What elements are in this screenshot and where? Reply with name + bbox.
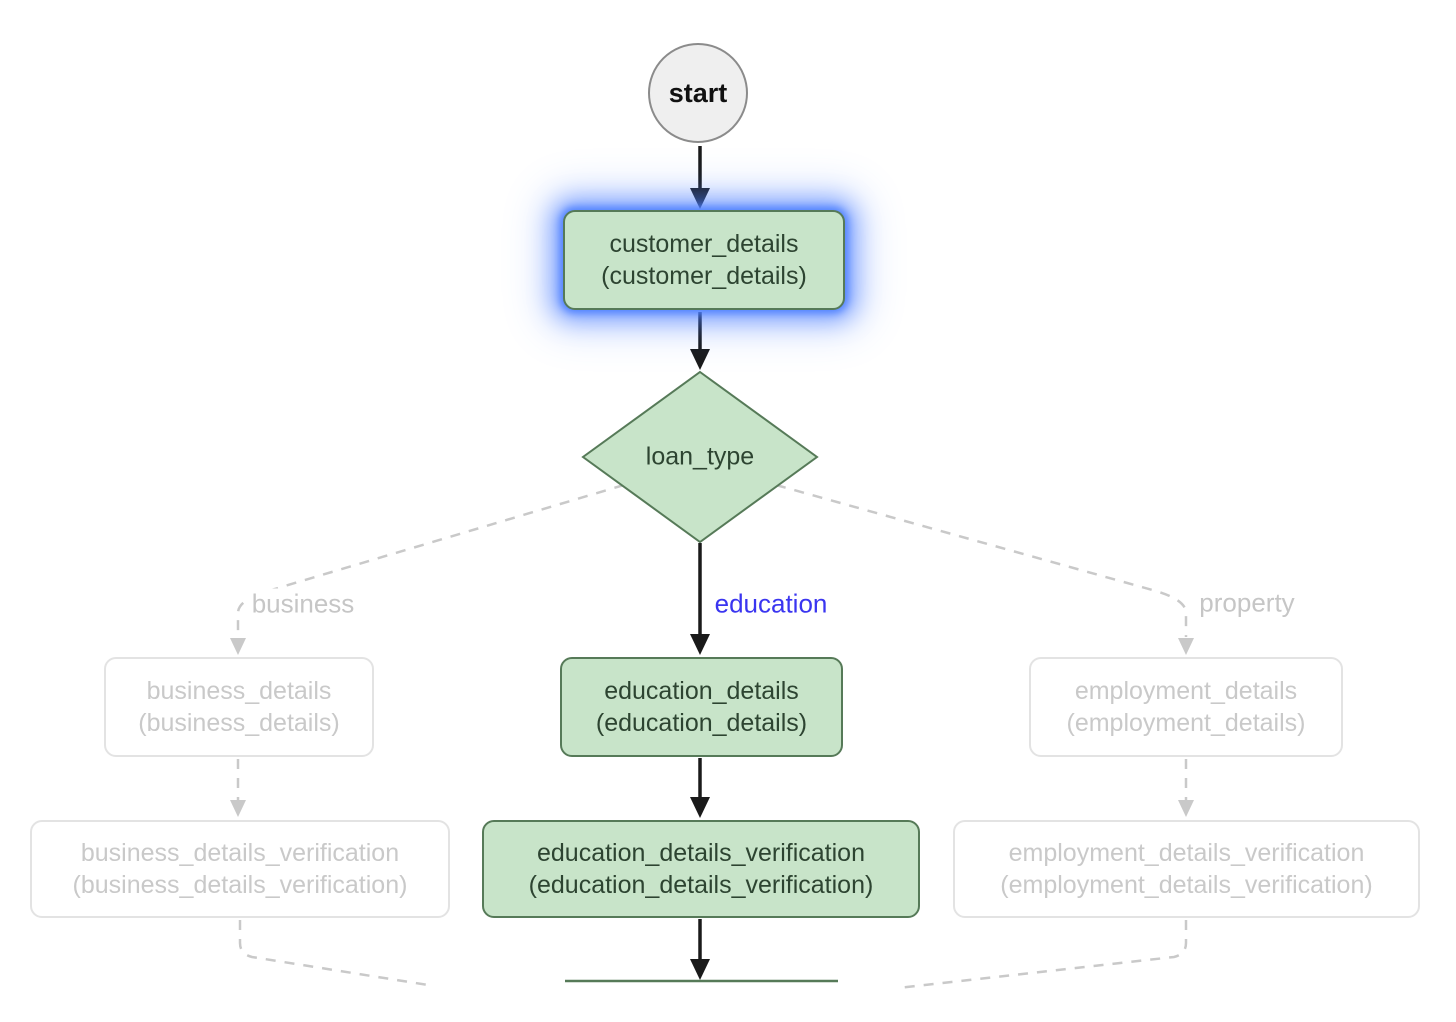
node-employment-details-verification[interactable]: employment_details_verification (employm… (953, 820, 1420, 918)
decision-label: loan_type (645, 442, 755, 471)
edge-verification-to-next (690, 919, 710, 980)
node-label-line2: (education_details) (595, 709, 808, 737)
node-label-line1: employment_details (1074, 677, 1298, 705)
node-label-line1: education_details_verification (537, 839, 865, 867)
edge-education-details-to-verification (690, 758, 710, 818)
node-loan-type-shape[interactable] (581, 370, 819, 544)
node-label-line1: business_details (146, 677, 332, 705)
edge-customer-to-loan-type (690, 312, 710, 370)
node-loan-type[interactable]: loan_type (646, 443, 754, 472)
node-label-line1: customer_details (609, 230, 799, 258)
edge-business-details-to-verification (230, 759, 246, 817)
node-business-details[interactable]: business_details (business_details) (104, 657, 374, 757)
edge-label-property: property (1195, 587, 1299, 619)
node-education-details[interactable]: education_details (education_details) (560, 657, 843, 757)
edge-loan-type-to-business-details (230, 483, 625, 655)
start-label: start (668, 77, 728, 108)
node-label-line2: (employment_details_verification) (1000, 871, 1373, 899)
edge-business-verification-to-next (238, 920, 429, 987)
edge-loan-type-to-education-details (690, 543, 710, 655)
node-label-line1: employment_details_verification (1008, 839, 1365, 867)
node-employment-details[interactable]: employment_details (employment_details) (1029, 657, 1343, 757)
edge-employment-verification-to-next (897, 920, 1188, 990)
edge-employment-details-to-verification (1178, 759, 1194, 817)
edge-label-education: education (710, 588, 832, 620)
edge-start-to-customer (690, 146, 710, 209)
node-education-details-verification[interactable]: education_details_verification (educatio… (482, 820, 920, 918)
edge-loan-type-to-employment-details (775, 483, 1194, 655)
node-label-line2: (education_details_verification) (528, 871, 874, 899)
node-label-line2: (business_details_verification) (72, 871, 408, 899)
node-label-line1: business_details_verification (80, 839, 400, 867)
node-label-line2: (customer_details) (601, 262, 807, 290)
node-start[interactable]: start (648, 43, 748, 143)
node-label-line2: (business_details) (138, 709, 340, 737)
node-customer-details[interactable]: customer_details (customer_details) (563, 210, 845, 310)
node-business-details-verification[interactable]: business_details_verification (business_… (30, 820, 450, 918)
node-label-line1: education_details (604, 677, 799, 705)
node-label-line2: (employment_details) (1066, 709, 1306, 737)
edge-label-business: business (247, 588, 359, 620)
